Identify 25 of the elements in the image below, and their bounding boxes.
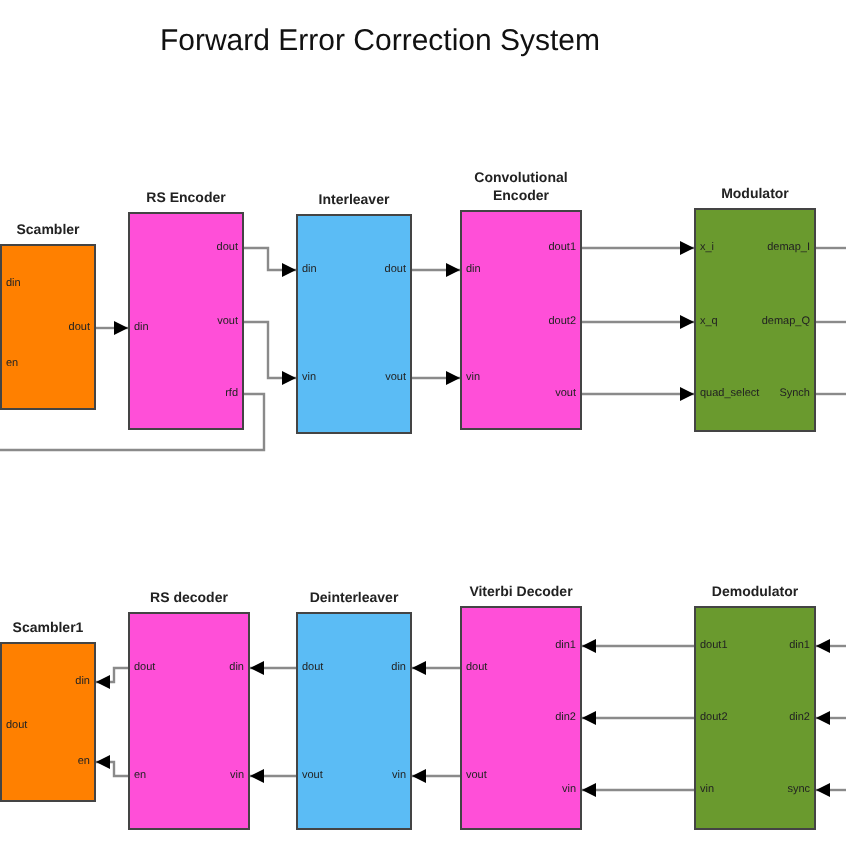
arrow — [244, 246, 296, 277]
arrow — [816, 783, 846, 797]
arrow — [582, 387, 694, 401]
arrow — [250, 769, 296, 783]
arrow — [412, 263, 460, 277]
arrow — [412, 661, 460, 675]
arrow — [96, 666, 128, 689]
arrow — [582, 639, 694, 653]
connector-line — [816, 320, 846, 324]
arrow — [816, 639, 846, 653]
arrow — [96, 755, 128, 778]
connector-line — [816, 392, 846, 396]
arrow — [412, 371, 460, 385]
arrow — [244, 320, 296, 385]
arrow — [582, 241, 694, 255]
arrow — [816, 711, 846, 725]
arrow — [250, 661, 296, 675]
connector-line — [816, 246, 846, 250]
arrow — [412, 769, 460, 783]
arrow — [582, 783, 694, 797]
arrow — [582, 315, 694, 329]
arrow — [96, 321, 128, 335]
connector-line — [0, 392, 266, 452]
diagram-title: Forward Error Correction System — [157, 24, 603, 58]
arrow — [582, 711, 694, 725]
